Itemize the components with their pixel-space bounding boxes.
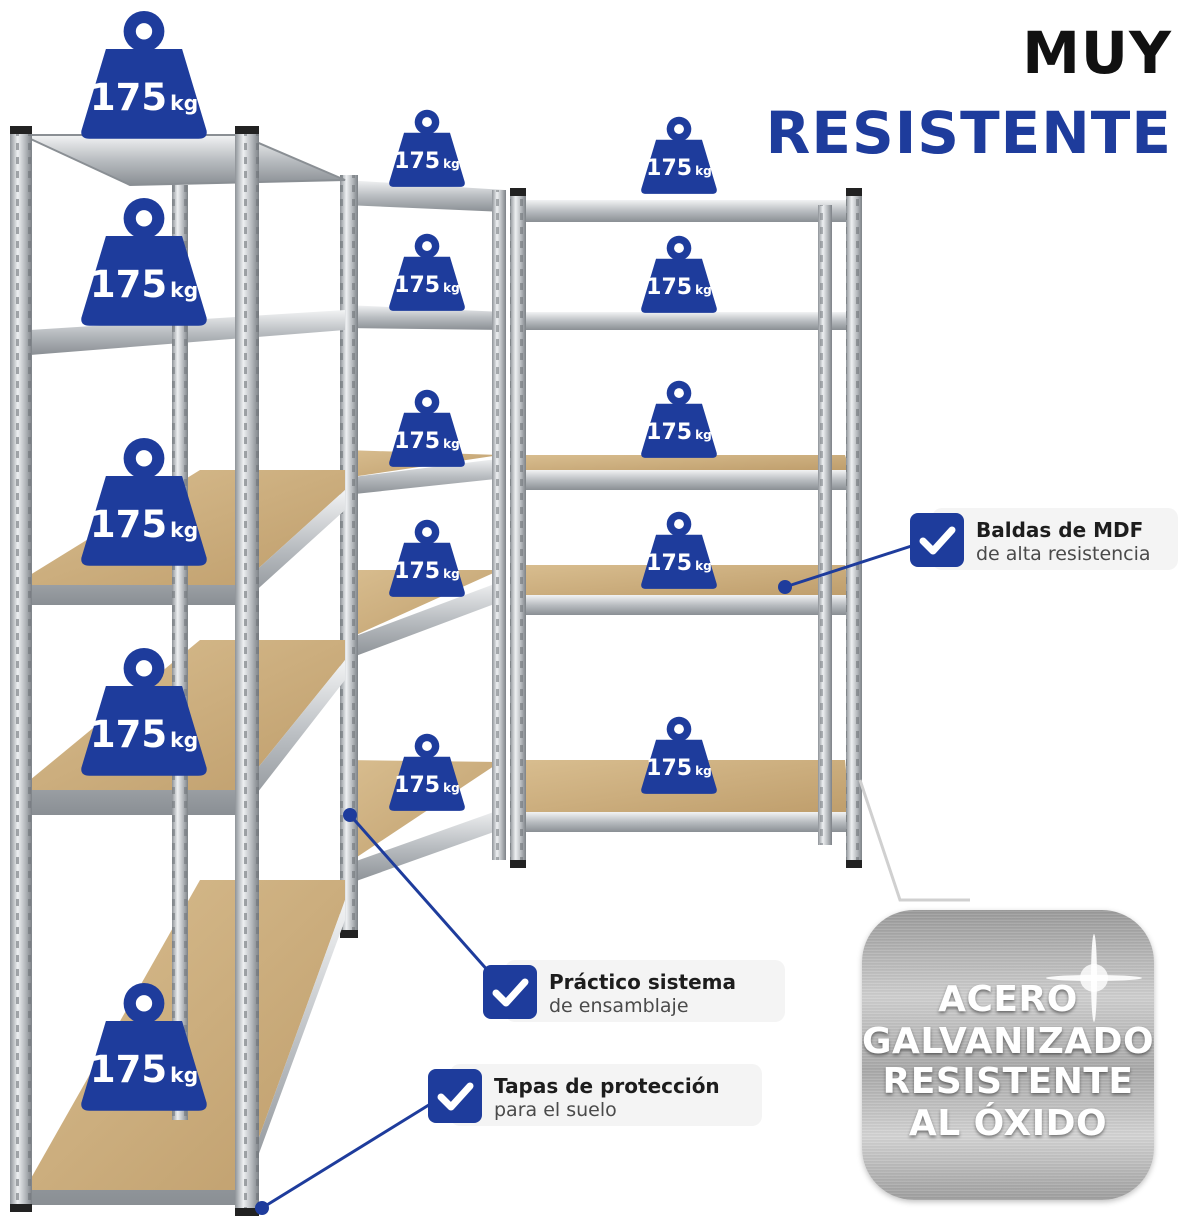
- weight-unit: kg: [695, 164, 712, 178]
- headline-muy: MUY: [1022, 19, 1172, 87]
- weight-value: 175: [394, 773, 441, 798]
- callout-title: Práctico sistema: [549, 970, 736, 994]
- callout-subtitle: para el suelo: [494, 1099, 617, 1121]
- weight-unit: kg: [443, 157, 460, 171]
- weight-unit: kg: [443, 281, 460, 295]
- weight-unit: kg: [170, 91, 199, 115]
- weight-unit: kg: [443, 781, 460, 795]
- weight-value: 175: [646, 756, 693, 781]
- callout-assembly: Práctico sistema de ensamblaje: [483, 960, 785, 1022]
- weight-unit: kg: [170, 728, 199, 752]
- connector-dot: [778, 580, 792, 594]
- callout-title: Tapas de protección: [494, 1074, 720, 1098]
- sparkle-icon: [1046, 934, 1142, 1022]
- weight-value: 175: [394, 149, 441, 174]
- galvanized-steel-badge: ACERO GALVANIZADO RESISTENTE AL ÓXIDO: [862, 910, 1154, 1200]
- weight-value: 175: [89, 76, 168, 119]
- weight-value: 175: [394, 429, 441, 454]
- weight-value: 175: [89, 263, 168, 306]
- callout-mdf-shelves: Baldas de MDF de alta resistencia: [910, 508, 1178, 570]
- weight-unit: kg: [170, 518, 199, 542]
- weight-unit: kg: [695, 428, 712, 442]
- weight-value: 175: [89, 713, 168, 756]
- weight-unit: kg: [170, 278, 199, 302]
- weight-value: 175: [646, 156, 693, 181]
- checkmark-icon: [428, 1069, 482, 1123]
- weight-value: 175: [394, 559, 441, 584]
- weight-value: 175: [89, 1048, 168, 1091]
- connector-dot: [343, 808, 357, 822]
- weight-value: 175: [89, 503, 168, 546]
- badge-line-1: ACERO: [938, 979, 1078, 1020]
- badge-line-4: AL ÓXIDO: [908, 1103, 1108, 1144]
- weight-unit: kg: [695, 764, 712, 778]
- callout-subtitle: de alta resistencia: [976, 543, 1151, 565]
- weight-value: 175: [646, 420, 693, 445]
- left-shelf-unit: [10, 126, 346, 1216]
- badge-line-2: GALVANIZADO: [862, 1021, 1154, 1062]
- weight-unit: kg: [170, 1063, 199, 1087]
- badge-line-3: RESISTENTE: [882, 1061, 1134, 1102]
- callout-title: Baldas de MDF: [976, 518, 1144, 542]
- weight-value: 175: [646, 275, 693, 300]
- headline-resistente: RESISTENTE: [765, 99, 1172, 167]
- weight-value: 175: [394, 273, 441, 298]
- callout-subtitle: de ensamblaje: [549, 995, 689, 1017]
- weight-value: 175: [646, 551, 693, 576]
- callout-floor-caps: Tapas de protección para el suelo: [428, 1064, 762, 1126]
- checkmark-icon: [910, 513, 964, 567]
- callout-connectors: [261, 538, 970, 1210]
- checkmark-icon: [483, 965, 537, 1019]
- connector-dot: [255, 1201, 269, 1215]
- weight-unit: kg: [695, 283, 712, 297]
- weight-unit: kg: [443, 567, 460, 581]
- weight-unit: kg: [695, 559, 712, 573]
- weight-unit: kg: [443, 437, 460, 451]
